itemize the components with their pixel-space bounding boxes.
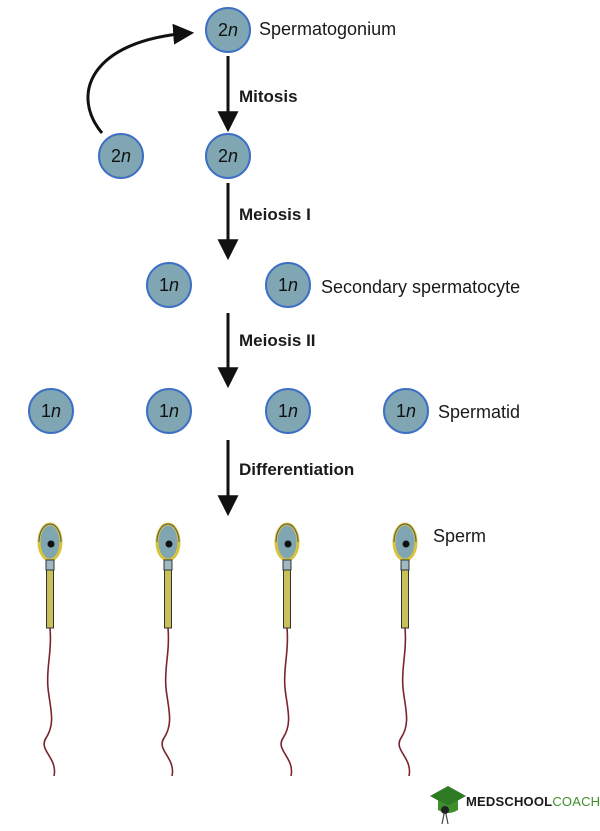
mitosis-step-label: Mitosis [239, 87, 298, 106]
meiosis1-step-label: Meiosis I [239, 205, 311, 224]
sperm-label: Sperm [433, 526, 487, 546]
ploidy-n: n [169, 274, 180, 295]
ploidy-number: 1 [277, 400, 288, 421]
ploidy-number: 1 [158, 274, 169, 295]
self-renewal-curved-arrow [86, 23, 195, 134]
graduation-cap-icon [430, 786, 466, 825]
ploidy-number: 2 [217, 145, 228, 166]
spermatid-label: Spermatid [438, 402, 521, 422]
ploidy-n: n [121, 145, 132, 166]
sperm-cell [392, 522, 418, 777]
logo-suffix: COACH [552, 794, 600, 809]
ploidy-n: n [228, 145, 239, 166]
ploidy-n: n [51, 400, 62, 421]
ploidy-number: 2 [217, 19, 228, 40]
ploidy-n: n [169, 400, 180, 421]
secondary-spermatocyte-label: Secondary spermatocyte [321, 277, 521, 297]
ploidy-n: n [288, 274, 299, 295]
ploidy-number: 2 [110, 145, 121, 166]
sperm-cell [37, 522, 63, 777]
medschoolcoach-logo: MEDSCHOOLCOACH [428, 780, 600, 826]
sperm-cell [274, 522, 300, 777]
ploidy-n: n [228, 19, 239, 40]
differentiation-step-label: Differentiation [239, 460, 355, 479]
ploidy-number: 1 [395, 400, 406, 421]
ploidy-number: 1 [158, 400, 169, 421]
logo-wordmark: MEDSCHOOLCOACH [466, 794, 600, 809]
ploidy-n: n [406, 400, 417, 421]
ploidy-number: 1 [277, 274, 288, 295]
ploidy-n: n [288, 400, 299, 421]
sperm-cell [155, 522, 181, 777]
ploidy-number: 1 [40, 400, 51, 421]
meiosis2-step-label: Meiosis II [239, 331, 316, 350]
spermatogonium-label: Spermatogonium [259, 19, 397, 39]
logo-prefix: MEDSCHOOL [466, 794, 553, 809]
